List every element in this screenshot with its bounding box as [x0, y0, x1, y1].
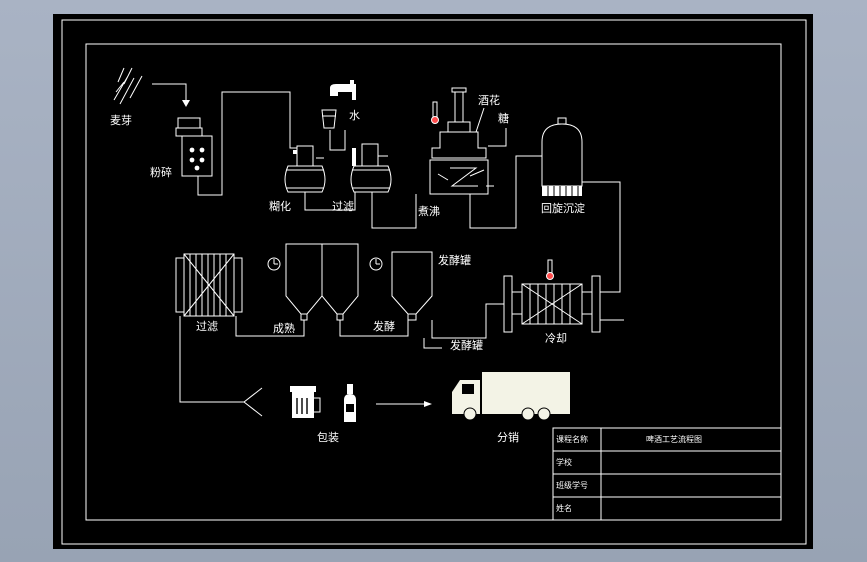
drawing-sheet [53, 14, 813, 549]
label-whirlpool: 回旋沉淀 [541, 201, 585, 215]
label-hops: 酒花 [478, 94, 500, 107]
mash-tun-icon [284, 145, 326, 193]
label-filter-top: 过滤 [332, 200, 354, 213]
lauter-tun-icon [350, 143, 392, 193]
arrow-head-icon [182, 100, 190, 107]
flow-mature-to-filter [235, 316, 305, 337]
label-malt: 麦芽 [110, 113, 132, 127]
beer-mug-icon [290, 386, 321, 418]
label-ferment-tank-bottom: 发酵罐 [450, 338, 483, 352]
flow-filter-to-boil [371, 192, 417, 229]
crusher-icon [175, 117, 213, 177]
title-block [552, 427, 782, 521]
flow-filter-to-package [179, 316, 263, 417]
label-ferment: 发酵 [373, 319, 395, 333]
label-mash: 糊化 [269, 199, 291, 213]
malt-icon [113, 67, 143, 105]
beer-bottle-icon [344, 384, 356, 422]
inner-frame [85, 43, 782, 521]
truck-icon [452, 372, 570, 421]
flow-crusher-to-mash [197, 91, 302, 196]
flow-boil-to-whirlpool [469, 155, 542, 229]
title-block-class-label: 班级学号 [556, 480, 588, 490]
thermometer-icon [431, 101, 439, 124]
label-water: 水 [349, 109, 360, 122]
title-block-name-label: 姓名 [556, 503, 572, 513]
label-filter-bottom: 过滤 [196, 320, 218, 333]
fermentation-tank-icon [369, 251, 433, 321]
label-package: 包装 [317, 431, 339, 444]
faucet-icon [321, 80, 356, 129]
boil-kettle-icon [429, 87, 494, 195]
title-block-course-label: 课程名称 [556, 434, 588, 444]
flow-cooler-to-fermenter [431, 303, 624, 339]
cooler-icon [503, 259, 601, 333]
flow-whirlpool-to-cooler [582, 181, 621, 293]
title-block-school-label: 学校 [556, 457, 572, 467]
flow-fermenter-to-mature [339, 320, 409, 337]
maturation-tanks-icon [267, 243, 359, 321]
label-boil: 煮沸 [418, 205, 440, 218]
flow-water [329, 130, 346, 151]
title-block-course-value: 啤酒工艺流程图 [646, 434, 702, 444]
whirlpool-tank-icon [541, 117, 583, 196]
label-distribute: 分销 [497, 430, 519, 444]
label-crush: 粉碎 [150, 165, 172, 179]
label-mature: 成熟 [273, 321, 295, 335]
flow-hops [475, 107, 485, 133]
flow-sugar [488, 128, 507, 147]
label-sugar: 糖 [498, 111, 509, 125]
flow-malt-to-crusher [152, 83, 187, 104]
filter-press-icon [175, 253, 243, 317]
arrow-head-icon [424, 401, 432, 407]
label-ferment-tank-top: 发酵罐 [438, 253, 471, 267]
flow-mash-to-filter [304, 192, 356, 211]
outer-frame [61, 19, 807, 545]
label-cool: 冷却 [545, 332, 567, 345]
leader-ferment-tank [423, 338, 442, 349]
